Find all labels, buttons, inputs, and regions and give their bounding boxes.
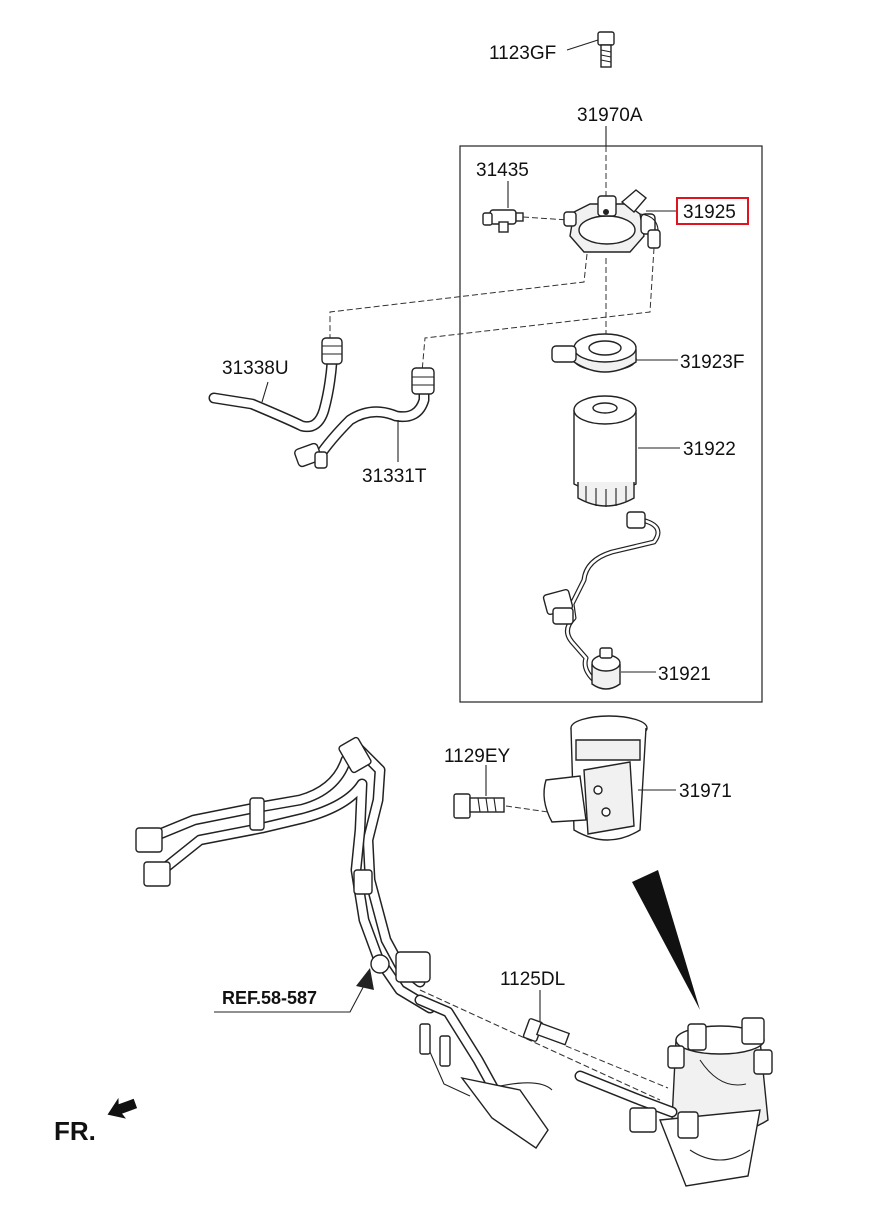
pointer-wedge [632, 870, 700, 1010]
label-31971: 31971 [679, 781, 732, 802]
label-31925: 31925 [683, 202, 736, 223]
sensor-31435[interactable] [482, 209, 524, 233]
hose-31331t[interactable] [294, 367, 435, 469]
label-31331t: 31331T [362, 466, 427, 487]
filter-head-31925[interactable] [563, 189, 661, 253]
bracket-31971[interactable] [543, 715, 648, 841]
bolt-1123gf[interactable] [597, 31, 615, 68]
label-1129ey: 1129EY [444, 746, 511, 767]
route-dash-31338u [329, 253, 588, 338]
label-1123gf: 1123GF [489, 43, 556, 64]
front-arrow-icon [107, 1097, 138, 1119]
leader-31338u [261, 381, 269, 403]
label-31338u: 31338U [222, 358, 289, 379]
filter-cartridge-31922[interactable] [573, 395, 637, 507]
bolt-1125dl[interactable] [522, 1018, 571, 1046]
bolt-1129ey[interactable] [453, 793, 505, 819]
label-31435: 31435 [476, 160, 529, 181]
highlight-box-31925 [676, 197, 749, 225]
label-31922: 31922 [683, 439, 736, 460]
leader-1123gf [566, 39, 599, 51]
water-sensor-31921[interactable] [542, 511, 661, 690]
label-31923f: 31923F [680, 352, 744, 373]
front-label: FR. [54, 1116, 96, 1146]
label-31921: 31921 [658, 664, 711, 685]
ref-arrow-icon [356, 968, 374, 990]
adapter-31923f[interactable] [551, 333, 637, 373]
label-1125dl: 1125DL [500, 969, 565, 990]
route-dash-31331t [421, 247, 655, 373]
hose-31338u[interactable] [208, 337, 343, 433]
label-31970a: 31970A [577, 105, 643, 126]
leader-ref [214, 977, 369, 1013]
assembly-box-31970a [459, 145, 763, 703]
ref-label[interactable]: REF.58-587 [222, 988, 317, 1008]
fuel-line-harness[interactable] [135, 736, 553, 1149]
installed-filter-assembly[interactable] [574, 1017, 773, 1187]
